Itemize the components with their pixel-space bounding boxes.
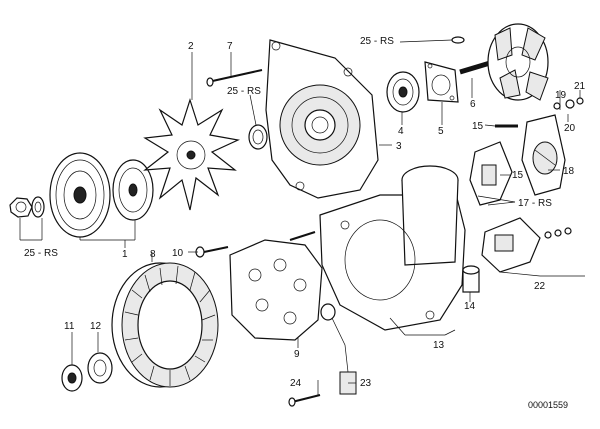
bearing-part-11[interactable] [61,364,83,392]
regulator-part-22[interactable] [481,217,572,273]
pulley-part-1[interactable] [49,152,111,238]
stator-part-8[interactable] [111,262,219,388]
sleeve-part-14[interactable] [462,265,480,293]
callout-17-rs: 17 - RS [518,198,552,209]
rectifier-part-9[interactable] [229,231,323,341]
small-key-part-25[interactable] [451,36,465,44]
callout-19: 19 [555,90,567,101]
callout-15-lower: 15 [512,170,524,181]
callout-21: 21 [574,81,586,92]
callout-12: 12 [90,321,102,332]
callout-7: 7 [227,41,233,52]
bearing-seal[interactable] [248,124,268,150]
callout-25-rs-top: 25 - RS [227,86,261,97]
callout-14: 14 [464,301,476,312]
brush-holder-part-15[interactable] [469,141,513,206]
leader-lines [19,39,585,395]
callout-15-upper: 15 [472,121,484,132]
reference-number: 00001559 [528,400,568,410]
callout-9: 9 [294,349,300,360]
spacer-disc[interactable] [112,159,154,221]
callout-24: 24 [290,378,302,389]
callout-10: 10 [172,248,184,259]
nut-and-washer[interactable] [9,196,45,218]
callout-8: 8 [150,249,156,260]
bearing-part-4[interactable] [386,71,420,113]
callout-4: 4 [398,126,404,137]
capacitor-part-23[interactable] [320,303,357,395]
drive-end-housing-part-3[interactable] [265,39,379,199]
callout-2: 2 [188,41,194,52]
slip-ring-housing-part-13[interactable] [319,165,466,331]
rotor-part-6[interactable] [459,23,549,101]
callout-25-rs-left: 25 - RS [24,248,58,259]
callout-labels: 2 7 25 - RS 25 - RS 4 5 6 3 15 19 20 21 … [24,36,586,410]
callout-18: 18 [563,166,575,177]
small-hardware-19-20-21[interactable] [553,97,584,110]
callout-22: 22 [534,281,546,292]
callout-6: 6 [470,99,476,110]
callout-5: 5 [438,126,444,137]
callout-1: 1 [122,249,128,260]
screw-part-24[interactable] [288,394,321,407]
callout-3: 3 [396,141,402,152]
fan-part-2[interactable] [143,98,240,211]
bolt-part-10[interactable] [195,246,229,258]
bolt-part-7[interactable] [206,69,263,87]
callout-13: 13 [433,340,445,351]
callout-20: 20 [564,123,576,134]
callout-11: 11 [64,321,75,332]
callout-25-rs-rotor: 25 - RS [360,36,394,47]
regulator-cover-part-18[interactable] [521,114,566,196]
callout-23: 23 [360,378,372,389]
bearing-part-12[interactable] [87,352,113,384]
cover-plate-part-5[interactable] [424,61,459,103]
